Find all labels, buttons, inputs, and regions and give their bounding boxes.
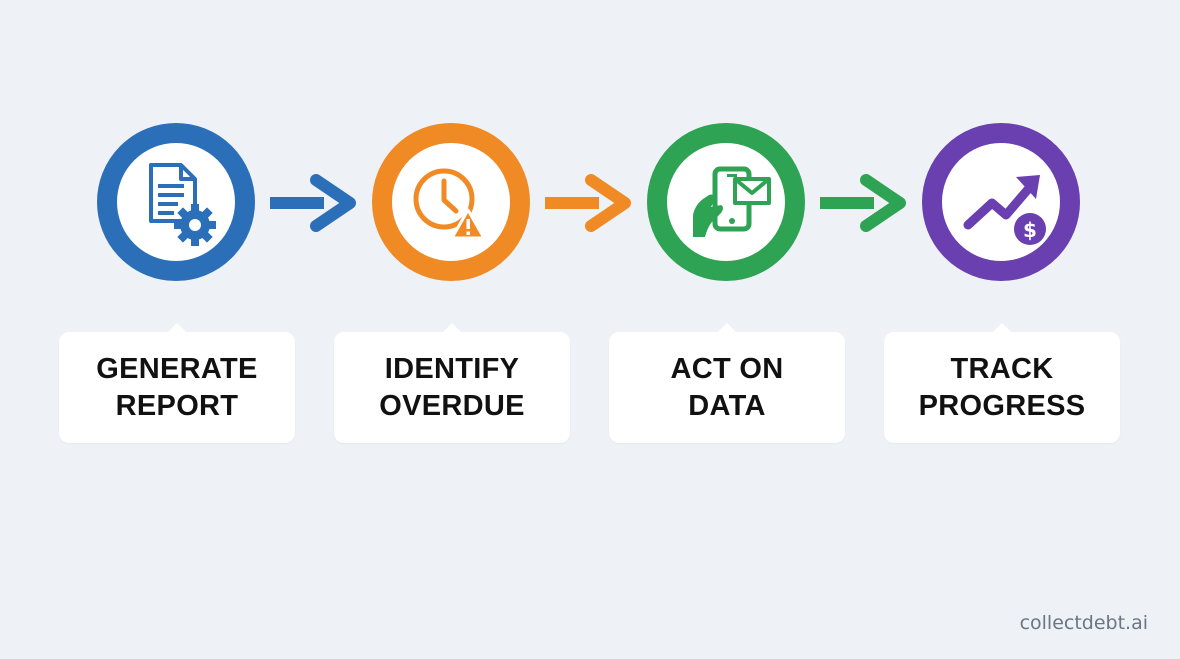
step-2-label: IDENTIFY OVERDUE [334,323,570,443]
phone-envelope-icon [693,166,771,237]
step-3-label-line2: DATA [688,389,766,422]
step-2-circle [372,123,530,281]
step-4-label-line1: TRACK [950,352,1054,385]
step-3-label: ACT ON DATA [609,323,845,443]
arrow-2-icon [545,174,631,232]
step-1-label-line2: REPORT [115,389,239,422]
clock-warning-icon [413,168,486,240]
step-2-label-line1: IDENTIFY [384,352,520,385]
arrow-3-icon [820,174,906,232]
arrow-1-icon [270,174,356,232]
step-1-label-line1: GENERATE [96,352,258,385]
document-gear-icon [149,163,216,246]
brand-watermark: collectdebt.ai [1019,612,1148,634]
step-4-circle: $ [922,123,1080,281]
step-4-label-line2: PROGRESS [918,389,1086,422]
step-1-label: GENERATE REPORT [59,323,295,443]
svg-text:$: $ [1023,218,1037,242]
step-3-circle [647,123,805,281]
step-4-label: TRACK PROGRESS [884,323,1120,443]
step-3-label-line1: ACT ON [670,352,784,385]
step-1-circle [97,123,255,281]
trend-up-dollar-icon: $ [963,175,1046,245]
step-2-label-line2: OVERDUE [379,389,525,422]
